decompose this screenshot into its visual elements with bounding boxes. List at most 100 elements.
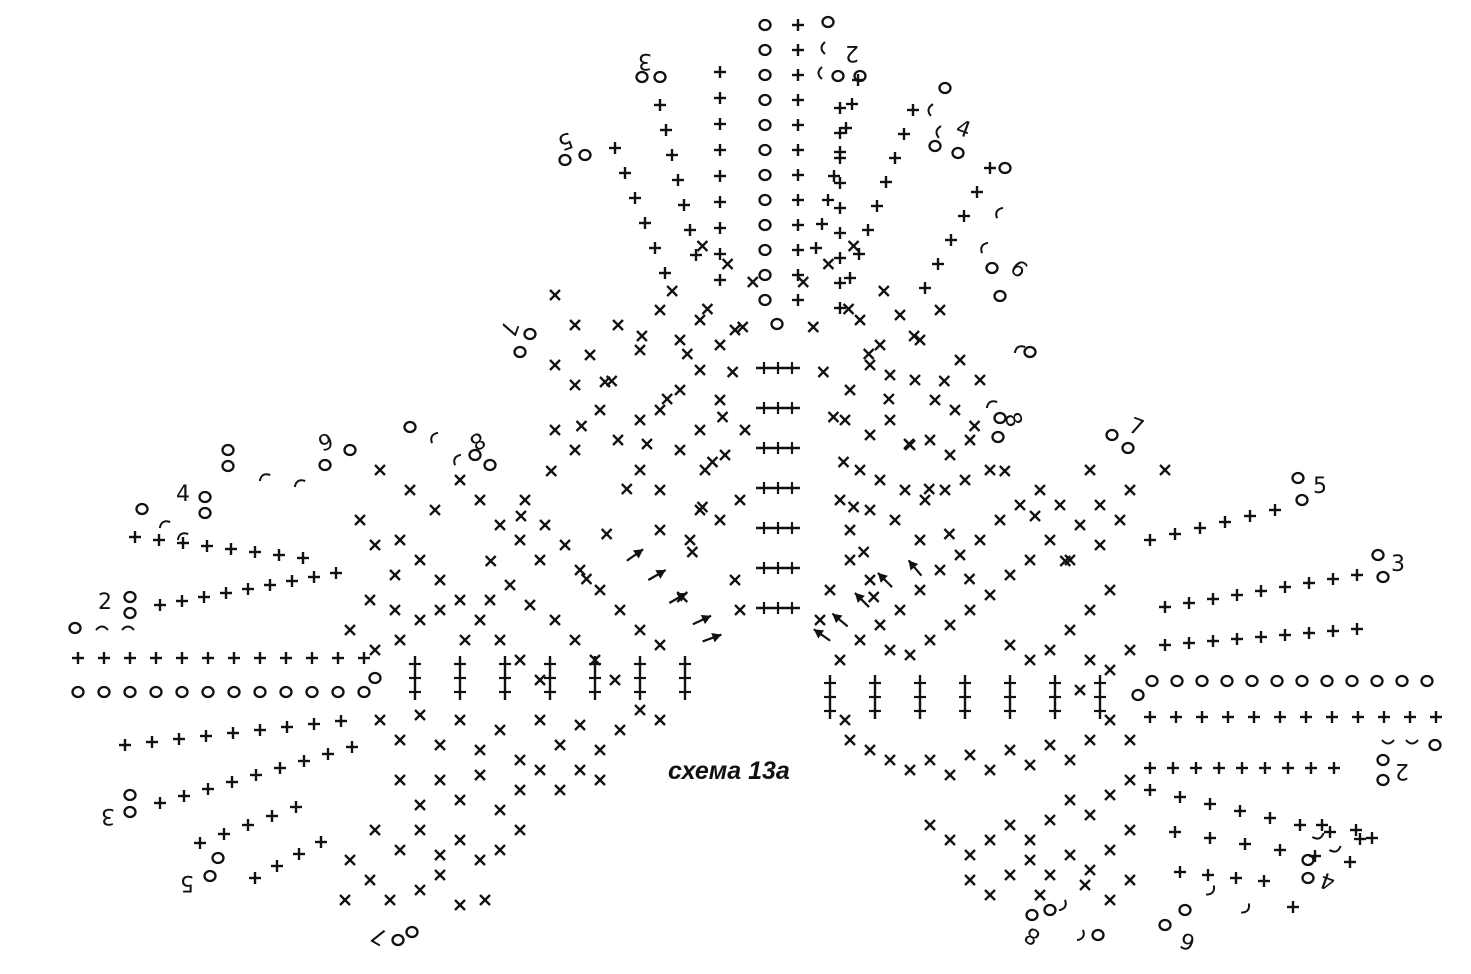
chain-stitch-symbol — [149, 685, 163, 699]
chain-stitch-symbol — [758, 193, 772, 207]
single-crochet-symbol — [308, 571, 320, 583]
single-crochet-symbol — [306, 652, 318, 664]
x-stitch-symbol — [924, 819, 936, 831]
chain-stitch-symbol — [1131, 688, 1145, 702]
double-crochet-group — [756, 562, 800, 574]
chain-stitch-symbol — [123, 590, 137, 604]
chain-stitch-symbol — [993, 411, 1007, 425]
x-stitch-symbol — [1079, 879, 1091, 891]
chain-stitch-symbol — [758, 18, 772, 32]
x-stitch-symbol — [404, 484, 416, 496]
chain-stitch-symbol — [758, 143, 772, 157]
single-crochet-symbol — [250, 769, 262, 781]
single-crochet-symbol — [173, 733, 185, 745]
single-crochet-symbol — [1305, 762, 1317, 774]
single-crochet-symbol — [1190, 762, 1202, 774]
x-stitch-symbol — [1029, 510, 1041, 522]
single-crochet-symbol — [290, 801, 302, 813]
single-crochet-symbol — [659, 267, 671, 279]
chain-stitch-symbol — [938, 81, 952, 95]
single-crochet-symbol — [1264, 812, 1276, 824]
chain-stitch-symbol — [1270, 674, 1284, 688]
chain-stitch-symbol — [1376, 570, 1390, 584]
single-crochet-symbol — [834, 102, 846, 114]
double-crochet-group — [756, 602, 800, 614]
x-stitch-symbol — [494, 804, 506, 816]
arc-symbol — [820, 41, 826, 55]
single-crochet-symbol — [280, 652, 292, 664]
x-stitch-symbol — [394, 774, 406, 786]
double-crochet-group — [756, 482, 800, 494]
single-crochet-symbol — [150, 652, 162, 664]
x-stitch-symbol — [939, 484, 951, 496]
x-stitch-symbol — [434, 774, 446, 786]
x-stitch-symbol — [837, 456, 850, 468]
x-stitch-symbol — [878, 285, 890, 297]
x-stitch-symbol — [474, 769, 486, 781]
direction-arrow — [668, 592, 688, 604]
single-crochet-symbol — [898, 128, 910, 140]
single-crochet-symbol — [332, 652, 344, 664]
single-crochet-symbol — [242, 583, 254, 595]
single-crochet-symbol — [1327, 573, 1339, 585]
single-crochet-symbol — [226, 776, 238, 788]
single-crochet-symbol — [1354, 833, 1366, 845]
chain-stitch-symbol — [405, 925, 419, 939]
x-stitch-symbol — [844, 734, 856, 746]
x-stitch-symbol — [721, 258, 734, 270]
x-stitch-symbol — [454, 474, 466, 486]
chain-stitch-symbol — [1043, 903, 1057, 917]
single-crochet-symbol — [932, 258, 944, 270]
x-stitch-symbol — [701, 303, 714, 315]
single-crochet-symbol — [1259, 762, 1271, 774]
chain-stitch-symbol — [227, 685, 241, 699]
x-stitch-symbol — [734, 604, 746, 616]
x-stitch-symbol — [914, 334, 926, 346]
chain-stitch-symbol — [1170, 674, 1184, 688]
x-stitch-symbol — [944, 619, 956, 631]
single-crochet-symbol — [1327, 625, 1339, 637]
direction-arrow — [702, 632, 722, 643]
double-crochet-group — [914, 675, 926, 719]
x-stitch-symbol — [964, 604, 976, 616]
row-number: 3 — [1391, 552, 1405, 577]
x-stitch-symbol — [674, 384, 686, 396]
single-crochet-symbol — [154, 797, 166, 809]
x-stitch-symbol — [1084, 464, 1096, 476]
x-stitch-symbol — [524, 599, 536, 611]
x-stitch-symbol — [1004, 569, 1016, 581]
chain-stitch-symbol — [123, 805, 137, 819]
arc-symbol — [258, 473, 271, 482]
x-stitch-symbol — [674, 334, 686, 346]
row-number: 5 — [180, 870, 194, 895]
x-stitch-symbol — [923, 483, 936, 495]
chain-stitch-symbol — [758, 93, 772, 107]
chain-stitch-symbol — [123, 606, 137, 620]
single-crochet-symbol — [228, 652, 240, 664]
chain-stitch-symbol — [403, 420, 417, 434]
x-stitch-symbol — [364, 594, 376, 606]
x-stitch-symbol — [1004, 869, 1016, 881]
x-stitch-symbol — [908, 330, 920, 342]
single-crochet-symbol — [862, 224, 874, 236]
x-stitch-symbol — [899, 484, 911, 496]
x-stitch-symbol — [654, 404, 666, 416]
x-stitch-symbol — [694, 424, 706, 436]
x-stitch-symbol — [894, 309, 906, 321]
x-stitch-symbol — [569, 444, 581, 456]
x-stitch-symbol — [614, 724, 626, 736]
x-stitch-symbol — [904, 764, 916, 776]
single-crochet-symbol — [666, 149, 678, 161]
x-stitch-symbol — [734, 494, 746, 506]
single-crochet-symbol — [834, 177, 846, 189]
single-crochet-symbol — [315, 836, 327, 848]
single-crochet-symbol — [1258, 875, 1270, 887]
chain-stitch-symbol — [71, 685, 85, 699]
row-number: 8 — [1020, 921, 1045, 950]
single-crochet-symbol — [660, 124, 672, 136]
chain-stitch-symbol — [578, 148, 592, 162]
x-stitch-symbol — [681, 348, 694, 360]
x-stitch-symbol — [884, 644, 896, 656]
x-stitch-symbol — [884, 754, 896, 766]
single-crochet-symbol — [871, 200, 883, 212]
